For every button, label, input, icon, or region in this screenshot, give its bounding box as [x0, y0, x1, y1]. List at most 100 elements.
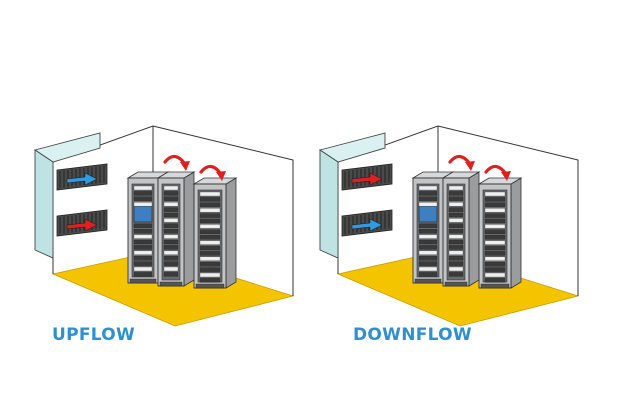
rack-unit: [163, 234, 179, 239]
cool-air-arrow-icon: [351, 218, 383, 232]
rack-unit: [484, 213, 506, 218]
rack-unit: [163, 256, 179, 261]
rack-screen: [418, 205, 438, 223]
rack-cabinet-3: [477, 177, 523, 289]
exhaust-arrowhead: [180, 161, 190, 171]
exhaust-arrow-1: [448, 154, 475, 171]
rack-unit: [484, 229, 506, 234]
rack-unit: [418, 234, 438, 239]
rack-unit: [484, 245, 506, 251]
exhaust-arrow-1: [163, 154, 190, 171]
rack-unit: [163, 207, 179, 212]
rack-unit: [484, 202, 506, 207]
rack-unit: [199, 251, 221, 256]
rack-unit: [133, 261, 153, 266]
rack-unit: [133, 239, 153, 245]
rack-unit: [199, 213, 221, 218]
warm-air-arrow-icon: [66, 218, 98, 232]
rack-plinth: [444, 281, 468, 287]
rack-unit: [484, 208, 506, 213]
rack-unit: [448, 202, 464, 207]
vent-grille: [341, 209, 393, 237]
rack-unit: [163, 202, 179, 207]
rack-unit: [199, 256, 221, 261]
rack-unit: [448, 266, 464, 272]
rack-unit: [448, 239, 464, 245]
rack-unit: [418, 261, 438, 266]
rack-unit: [448, 250, 464, 255]
downflow-scene: [318, 125, 580, 327]
rack-unit: [163, 212, 179, 218]
rack-unit: [484, 235, 506, 240]
rack-unit: [418, 202, 438, 207]
exhaust-arrowhead: [501, 171, 511, 181]
vent-grille: [56, 209, 108, 237]
rack-plinth: [195, 283, 225, 289]
rack-unit: [484, 251, 506, 256]
rack-unit: [448, 207, 464, 212]
top-vent: [341, 163, 393, 191]
rack-unit: [448, 191, 464, 196]
rack-unit: [163, 272, 179, 277]
downflow-caption: DOWNFLOW: [353, 325, 472, 345]
vent-grille: [56, 163, 108, 191]
rack-unit: [448, 223, 464, 228]
rack-unit: [163, 191, 179, 196]
rack-unit: [448, 261, 464, 266]
exhaust-arrow-2: [484, 164, 511, 181]
rack-screen: [133, 205, 153, 223]
rack-unit: [484, 272, 506, 278]
rack-unit: [199, 240, 221, 245]
rack-unit: [448, 185, 464, 191]
vent-grille: [341, 163, 393, 191]
exhaust-arrowhead: [465, 161, 475, 171]
top-vent: [56, 163, 108, 191]
rack-unit: [484, 197, 506, 202]
rack-unit: [448, 229, 464, 234]
rack-unit: [163, 229, 179, 234]
rack-unit: [133, 229, 153, 234]
rack-plinth: [480, 283, 510, 289]
rack-unit: [484, 267, 506, 272]
upflow-scene: [33, 125, 295, 327]
rack-unit: [199, 272, 221, 278]
rack-cabinet-3: [192, 177, 238, 289]
rack-unit: [448, 218, 464, 223]
rack-unit: [199, 267, 221, 272]
rack-unit: [484, 218, 506, 224]
exhaust-arrowhead: [216, 171, 226, 181]
rack-unit: [133, 202, 153, 207]
rack-unit: [199, 191, 221, 197]
rack-cabinet-1: [411, 171, 455, 284]
rack-unit: [484, 278, 506, 283]
rack-unit: [199, 208, 221, 213]
rack-unit: [418, 245, 438, 250]
rack-unit: [418, 272, 438, 277]
rack-unit: [133, 223, 153, 228]
ahu-side: [34, 149, 54, 259]
rack-unit: [448, 234, 464, 239]
rack-unit: [199, 218, 221, 224]
rack-unit: [199, 224, 221, 229]
rack-unit: [448, 196, 464, 201]
rack-unit: [484, 262, 506, 267]
rack-unit: [133, 191, 153, 196]
rack-unit: [418, 196, 438, 201]
rack-unit: [418, 266, 438, 272]
rack-unit: [163, 218, 179, 223]
rack-unit: [484, 256, 506, 261]
rack-unit: [484, 191, 506, 197]
ahu-side: [319, 149, 339, 259]
rack-unit: [163, 223, 179, 228]
rack-plinth: [414, 278, 442, 284]
rack-unit: [163, 239, 179, 245]
rack-unit: [163, 196, 179, 201]
rack-unit: [418, 256, 438, 261]
rack-side: [510, 177, 522, 289]
rack-unit: [484, 224, 506, 229]
rack-unit: [163, 245, 179, 250]
rack-unit: [199, 245, 221, 251]
rack-unit: [448, 256, 464, 261]
rack-side: [468, 171, 480, 287]
